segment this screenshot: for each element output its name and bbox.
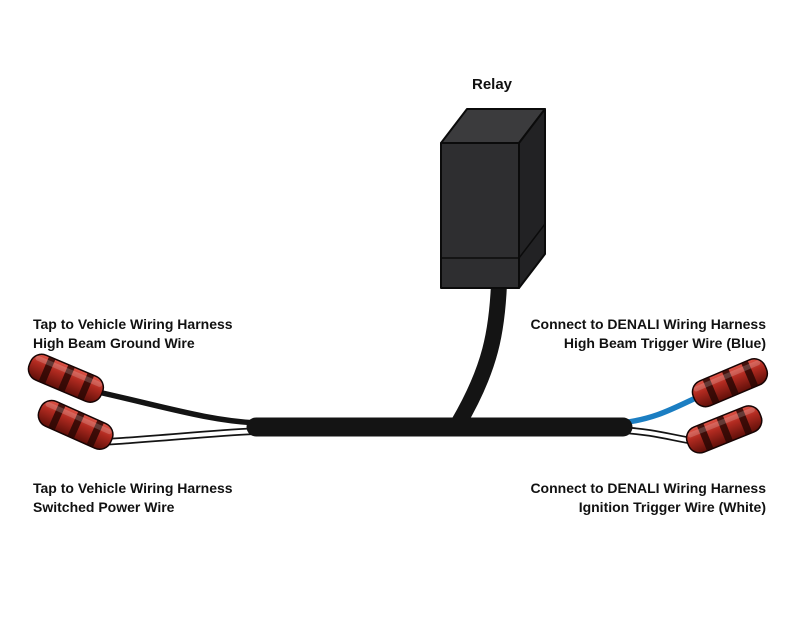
connector-band [77,373,94,400]
connector-band [48,403,66,430]
label-line-2: High Beam Ground Wire [33,335,195,351]
relay-box-seam-side [518,223,546,259]
connector-highlight [687,407,755,438]
label-ignition-trigger: Connect to DENALI Wiring Harness Ignitio… [530,479,766,517]
connector-band [702,377,720,405]
connector-high-beam-trigger [691,358,769,408]
connector-band [735,407,753,435]
connector-band [697,423,714,451]
label-line-2: Switched Power Wire [33,499,175,515]
relay-box-front-face [440,142,520,289]
connector-switched-power [37,399,114,450]
switched-power-wire-white [102,429,260,444]
label-line-2: Ignition Trigger Wire (White) [578,499,766,515]
label-line-1: Tap to Vehicle Wiring Harness [33,316,233,332]
connector-band [722,369,739,396]
connector-band [58,365,75,392]
label-line-1: Connect to DENALI Wiring Harness [530,480,766,496]
connector-band [86,420,104,447]
label-line-1: Tap to Vehicle Wiring Harness [33,480,233,496]
relay-box [440,108,546,289]
connector-band [741,361,758,388]
connector-band [67,411,85,439]
connector-ignition-trigger [685,405,763,454]
connector-highlight [45,401,112,435]
label-switched-power: Tap to Vehicle Wiring Harness Switched P… [33,479,233,517]
connector-band [716,415,733,443]
relay-label: Relay [471,76,513,93]
relay-cable [451,283,507,429]
connector-band [38,356,56,384]
high-beam-trigger-wire-blue [618,393,703,426]
connector-high-beam-ground [27,353,105,403]
connector-highlight [35,355,103,387]
high-beam-ground-wire-black [95,389,261,426]
label-line-2: High Beam Trigger Wire (Blue) [563,335,766,351]
label-high-beam-trigger: Connect to DENALI Wiring Harness High Be… [530,315,766,353]
connector-highlight [693,360,761,392]
label-line-1: Connect to DENALI Wiring Harness [530,316,766,332]
label-high-beam-ground: Tap to Vehicle Wiring Harness High Beam … [33,315,233,353]
